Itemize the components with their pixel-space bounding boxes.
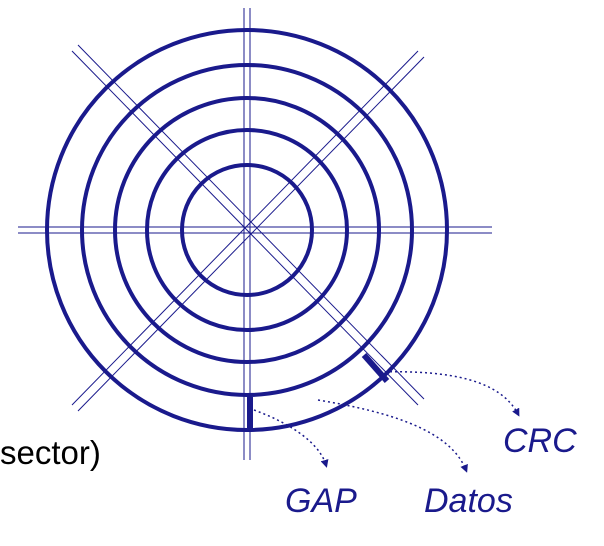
datos-label: Datos: [424, 482, 513, 520]
gap-arrow: [253, 409, 329, 468]
gap-label: GAP: [285, 482, 357, 520]
sector-line-diagonal: [71, 50, 419, 406]
track-2: [145, 128, 349, 332]
sector-caption: sector): [0, 434, 101, 471]
crc-arrow: [379, 371, 520, 417]
sector-markers: [247, 353, 390, 431]
track-4: [80, 63, 414, 397]
sector-lines: [18, 8, 492, 460]
crc-marker: [361, 353, 390, 383]
sector-line-diagonal: [77, 56, 425, 412]
callout-arrows: [253, 371, 520, 473]
datos-arrow: [317, 399, 468, 473]
track-1: [180, 163, 314, 297]
crc-label: CRC: [503, 422, 577, 460]
track-3: [113, 96, 381, 364]
